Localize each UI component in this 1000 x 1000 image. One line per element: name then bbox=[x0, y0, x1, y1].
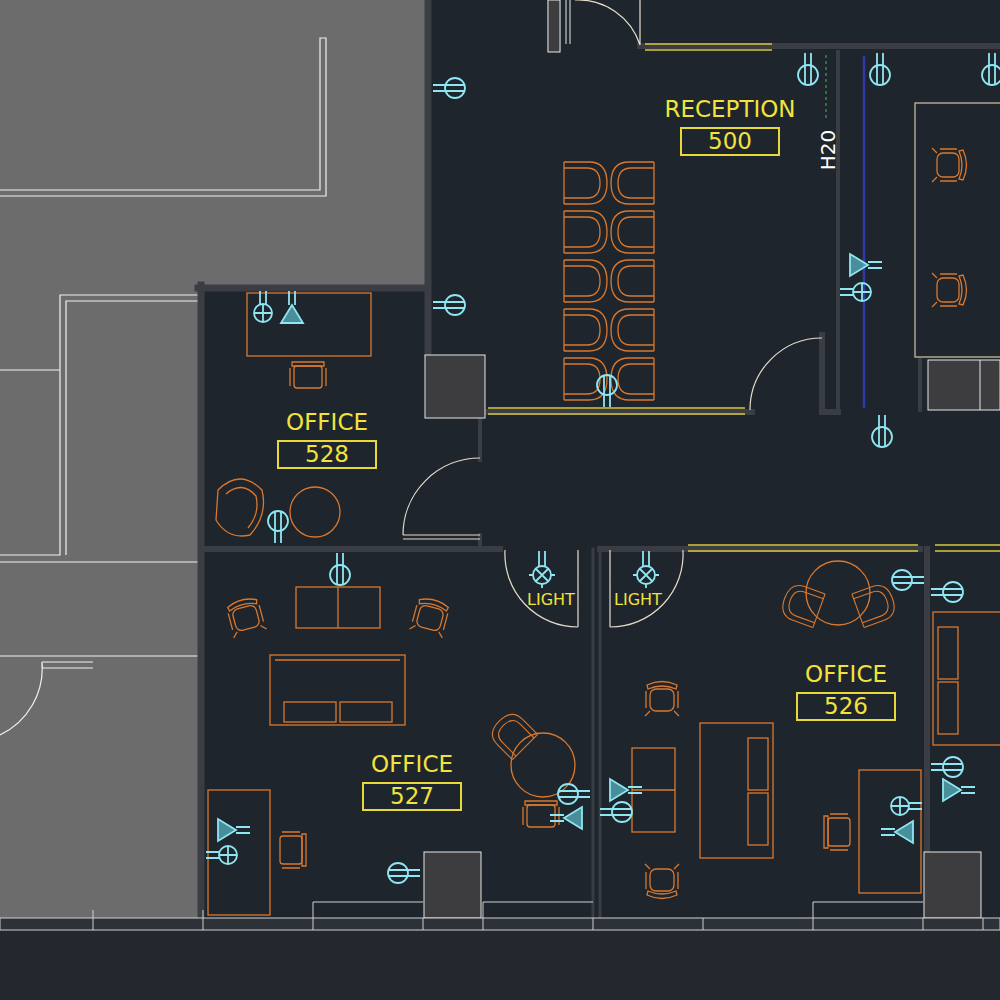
exterior-wall bbox=[0, 902, 1000, 1000]
neighbour-area bbox=[0, 0, 425, 918]
room-tag: OFFICE 526 bbox=[796, 661, 896, 721]
room-tag: RECEPTION 500 bbox=[664, 96, 795, 156]
room-number: 528 bbox=[277, 440, 377, 469]
room-number: 526 bbox=[796, 692, 896, 721]
room-number: 527 bbox=[362, 782, 462, 811]
room-name: OFFICE bbox=[277, 409, 377, 435]
room-number: 500 bbox=[680, 127, 780, 156]
room-name: OFFICE bbox=[796, 661, 896, 687]
furniture bbox=[208, 103, 1000, 915]
columns bbox=[424, 0, 1000, 918]
room-tag: OFFICE 528 bbox=[277, 409, 377, 469]
electrical-symbols bbox=[206, 53, 1000, 883]
walls bbox=[198, 0, 1000, 918]
doors bbox=[403, 0, 822, 627]
room-tag: OFFICE 527 bbox=[362, 751, 462, 811]
tag-code: H20 bbox=[817, 130, 839, 171]
glazing bbox=[488, 0, 1000, 551]
fixture-label: LIGHT bbox=[614, 591, 662, 609]
room-name: OFFICE bbox=[362, 751, 462, 777]
fixture-label: LIGHT bbox=[527, 591, 575, 609]
room-name: RECEPTION bbox=[664, 96, 795, 122]
